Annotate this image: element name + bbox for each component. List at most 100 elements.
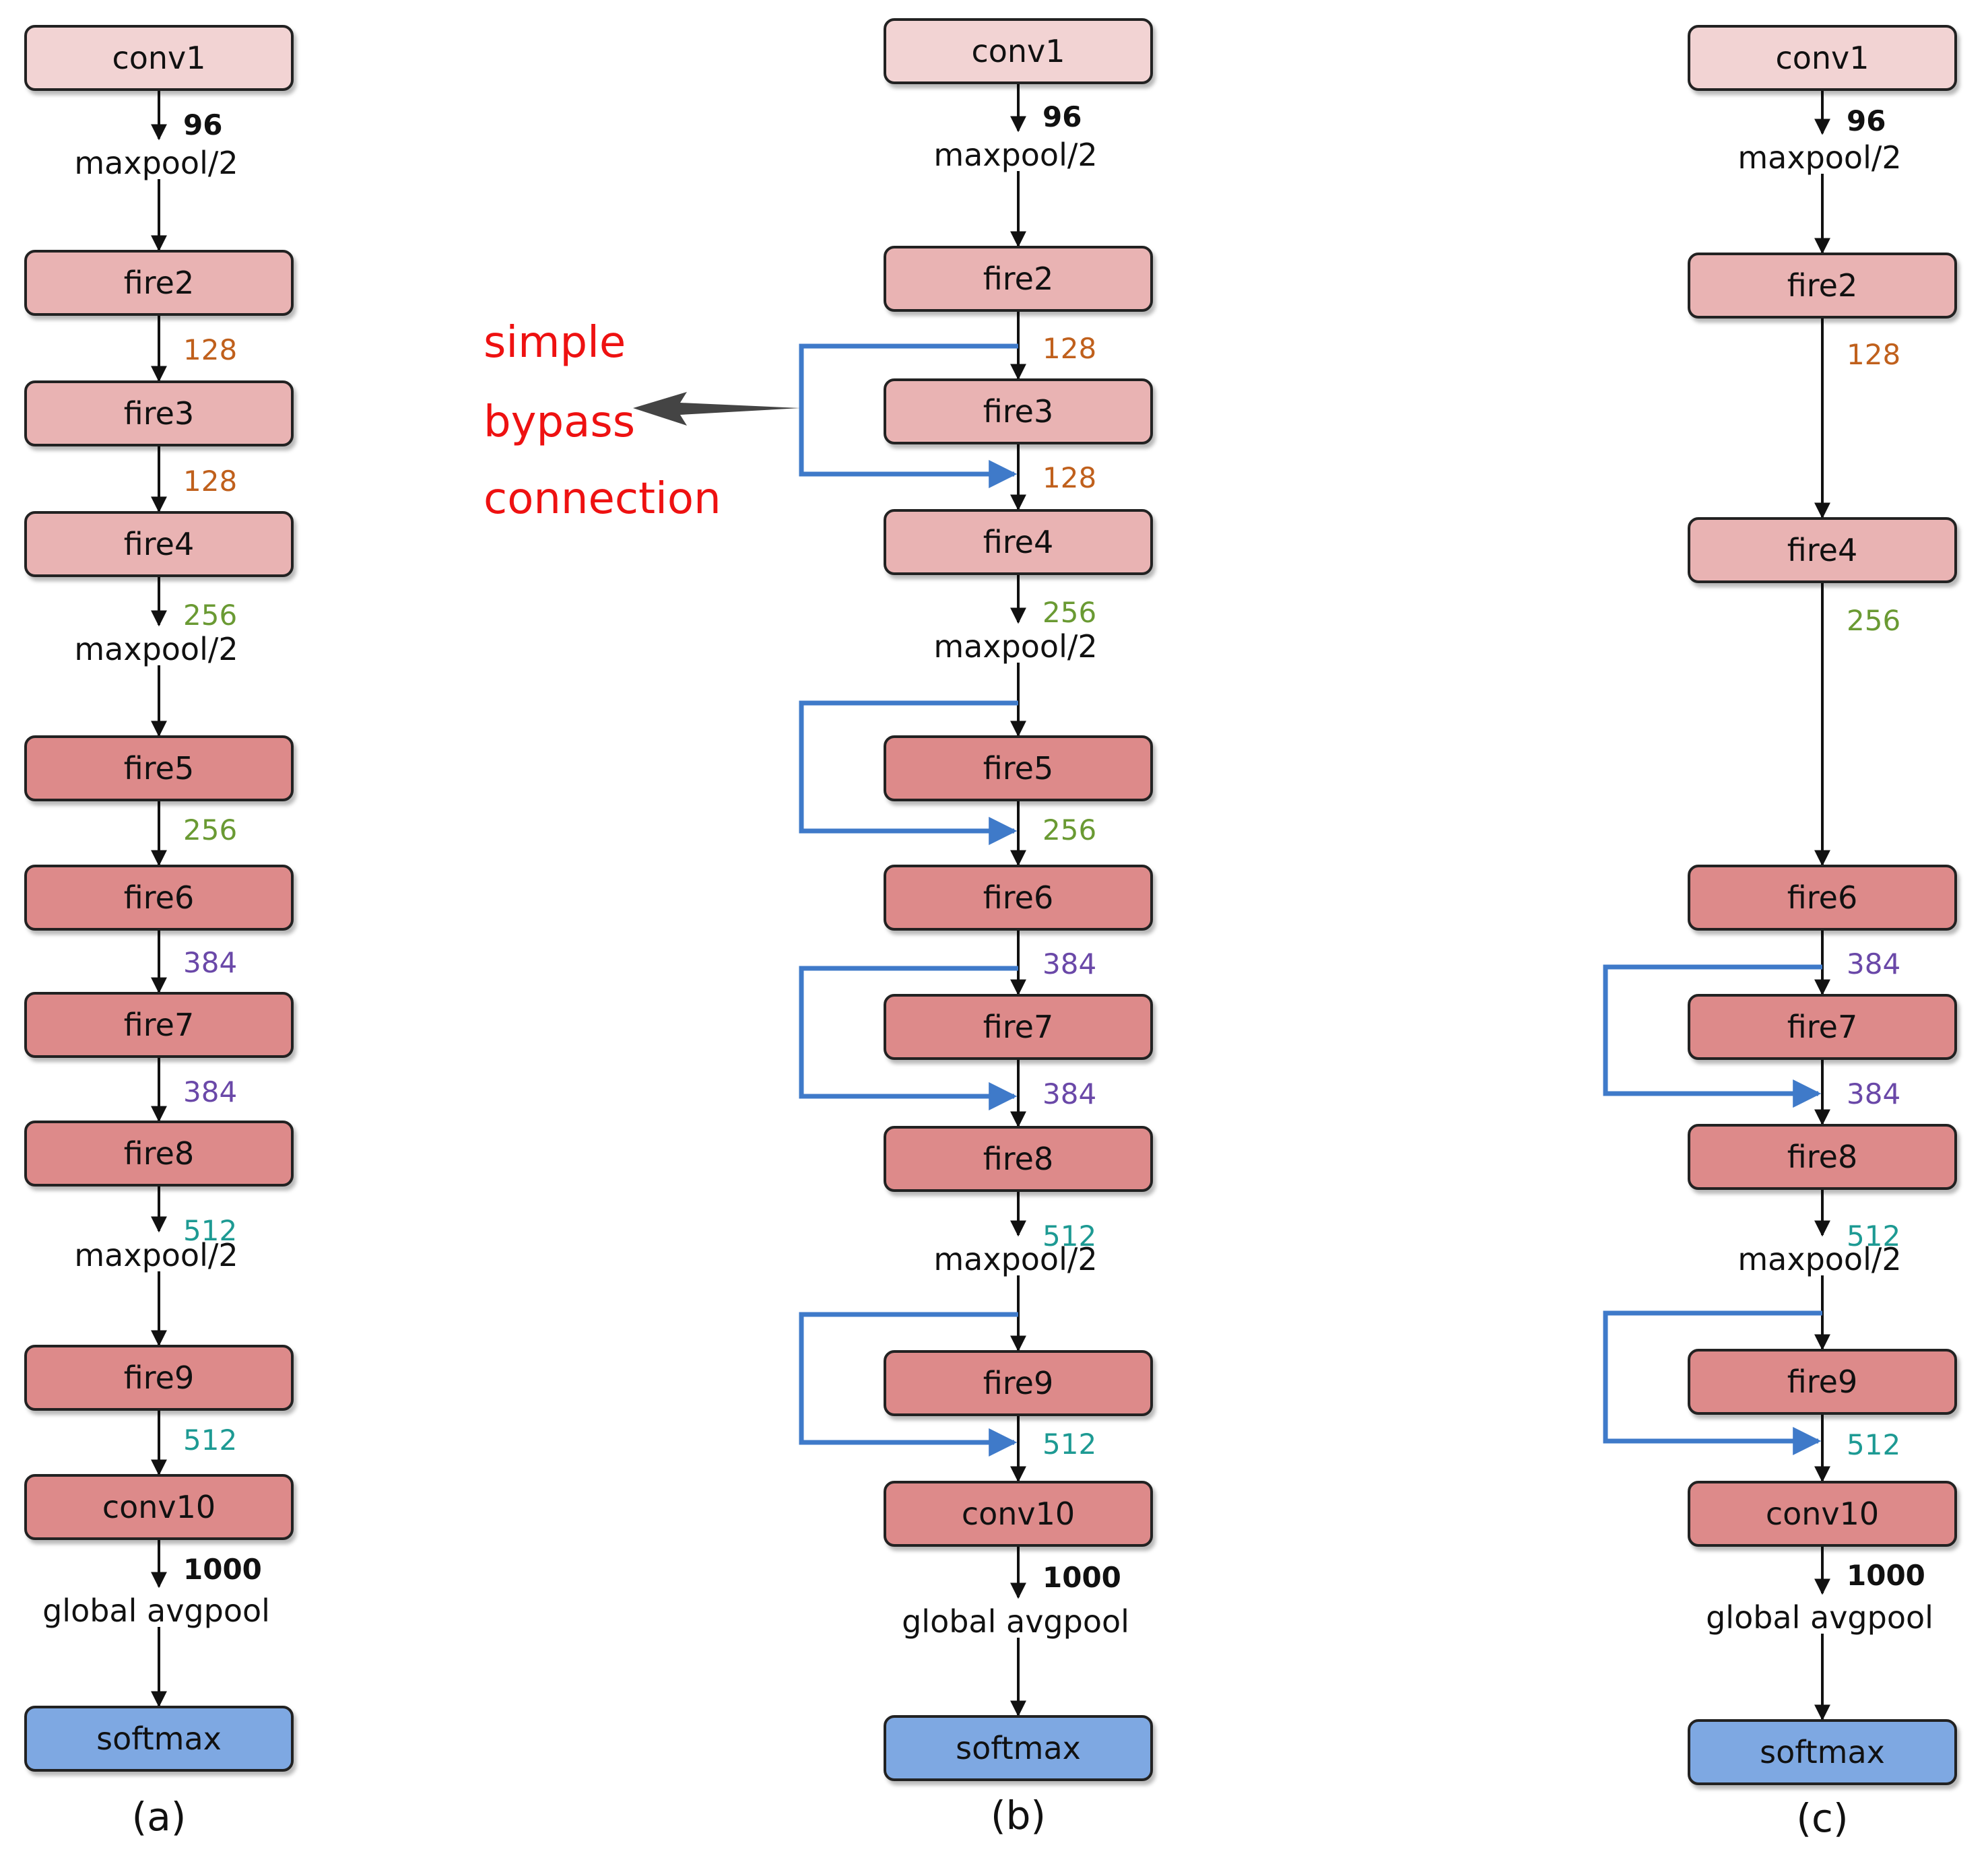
pooling-op-label: maxpool/2: [74, 145, 238, 181]
fire3-block: [884, 378, 1153, 444]
conv1-label: conv1: [112, 40, 205, 76]
channel-count-label: 384: [183, 946, 237, 979]
conv10-label: conv10: [102, 1489, 216, 1525]
bypass-connection-arrow: [799, 700, 1018, 845]
channel-count-label: 1000: [1042, 1561, 1121, 1594]
pooling-op-label: maxpool/2: [933, 137, 1097, 173]
pooling-op-label: maxpool/2: [74, 1237, 238, 1273]
fire2-label: fire2: [983, 261, 1053, 297]
pooling-op-label: maxpool/2: [933, 628, 1097, 665]
fire7-label: fire7: [983, 1009, 1053, 1045]
channel-count-label: 512: [183, 1424, 237, 1457]
channel-count-label: 256: [183, 599, 237, 632]
fire6-block: [24, 865, 294, 931]
fire3-block: [24, 380, 294, 446]
fire2-block: [884, 246, 1153, 312]
conv1-block: [1688, 25, 1957, 91]
conv10-block: [1688, 1481, 1957, 1547]
fire4-block: [884, 509, 1153, 575]
fire7-label: fire7: [1787, 1009, 1857, 1045]
channel-count-label: 128: [1042, 461, 1096, 494]
fire3-label: fire3: [124, 395, 194, 432]
fire5-label: fire5: [124, 750, 194, 787]
bypass-connection-arrow: [799, 1312, 1018, 1457]
bypass-connection-arrow: [1603, 964, 1822, 1108]
softmax-block: [884, 1715, 1153, 1781]
fire6-label: fire6: [1787, 879, 1857, 916]
pooling-op-label: global avgpool: [1706, 1599, 1933, 1636]
simple-bypass-annotation: simple bypass connection: [484, 318, 800, 524]
channel-count-label: 256: [1847, 604, 1900, 637]
annotation-pointer-arrow: [633, 392, 800, 426]
pooling-op-label: global avgpool: [902, 1603, 1129, 1640]
channel-count-label: 512: [1042, 1220, 1096, 1253]
fire7-block: [884, 994, 1153, 1060]
channel-count-label: 256: [1042, 596, 1096, 629]
channel-count-label: 1000: [1847, 1559, 1925, 1592]
fire7-label: fire7: [124, 1007, 194, 1043]
channel-count-label: 384: [1042, 947, 1096, 980]
conv10-label: conv10: [1766, 1496, 1879, 1532]
channel-count-label: 384: [1847, 1077, 1900, 1110]
softmax-block: [1688, 1719, 1957, 1785]
channel-count-label: 128: [183, 465, 237, 498]
fire9-label: fire9: [983, 1365, 1053, 1401]
fire4-label: fire4: [983, 524, 1053, 560]
column-b-simple-bypass: conv1fire2fire3fire4fire5fire6fire7fire8…: [799, 18, 1153, 1838]
channel-count-label: 96: [1042, 100, 1082, 133]
fire5-block: [24, 735, 294, 801]
pooling-op-label: global avgpool: [42, 1593, 270, 1629]
channel-count-label: 256: [1042, 813, 1096, 846]
conv1-label: conv1: [971, 33, 1065, 69]
fire9-block: [1688, 1349, 1957, 1415]
fire5-label: fire5: [983, 750, 1053, 787]
channel-count-label: 1000: [183, 1553, 262, 1586]
fire8-block: [24, 1121, 294, 1187]
fire8-block: [884, 1126, 1153, 1192]
fire5-block: [884, 735, 1153, 801]
annotation-line: connection: [484, 474, 721, 524]
channel-count-label: 384: [183, 1075, 237, 1108]
fire4-label: fire4: [1787, 532, 1857, 568]
bypass-connection-arrow: [1603, 1310, 1822, 1455]
panel-caption: (b): [991, 1793, 1046, 1838]
channel-count-label: 128: [183, 333, 237, 366]
channel-count-label: 512: [1847, 1220, 1900, 1253]
softmax-label: softmax: [96, 1721, 222, 1757]
fire3-label: fire3: [983, 393, 1053, 430]
fire9-label: fire9: [1787, 1364, 1857, 1400]
fire7-block: [24, 992, 294, 1058]
fire9-block: [884, 1350, 1153, 1416]
column-a-squeezenet: conv1fire2fire3fire4fire5fire6fire7fire8…: [24, 25, 294, 1840]
pooling-op-label: maxpool/2: [1737, 1241, 1901, 1277]
fire7-block: [1688, 994, 1957, 1060]
fire9-label: fire9: [124, 1360, 194, 1396]
fire9-block: [24, 1345, 294, 1411]
fire6-block: [884, 865, 1153, 931]
channel-count-label: 128: [1042, 332, 1096, 365]
conv10-block: [24, 1474, 294, 1540]
annotation-line: bypass: [484, 397, 635, 447]
fire4-block: [24, 511, 294, 577]
column-c-simple-bypass-pruned: conv1fire2fire4fire6fire7fire8fire9conv1…: [1603, 25, 1957, 1841]
bypass-connection-arrow: [799, 966, 1018, 1110]
fire4-block: [1688, 517, 1957, 583]
channel-count-label: 512: [183, 1214, 237, 1247]
fire8-label: fire8: [124, 1135, 194, 1172]
bypass-connection-arrow: [799, 343, 1018, 488]
annotation-line: simple: [484, 318, 626, 368]
conv10-block: [884, 1481, 1153, 1547]
fire6-block: [1688, 865, 1957, 931]
channel-count-label: 512: [1042, 1428, 1096, 1461]
fire8-label: fire8: [1787, 1139, 1857, 1175]
channel-count-label: 96: [183, 108, 222, 141]
conv10-label: conv10: [962, 1496, 1075, 1532]
fire2-label: fire2: [124, 265, 194, 301]
fire4-label: fire4: [124, 526, 194, 562]
conv1-block: [24, 25, 294, 91]
channel-count-label: 96: [1847, 104, 1886, 137]
conv1-block: [884, 18, 1153, 84]
fire2-block: [24, 250, 294, 316]
pooling-op-label: maxpool/2: [74, 631, 238, 667]
